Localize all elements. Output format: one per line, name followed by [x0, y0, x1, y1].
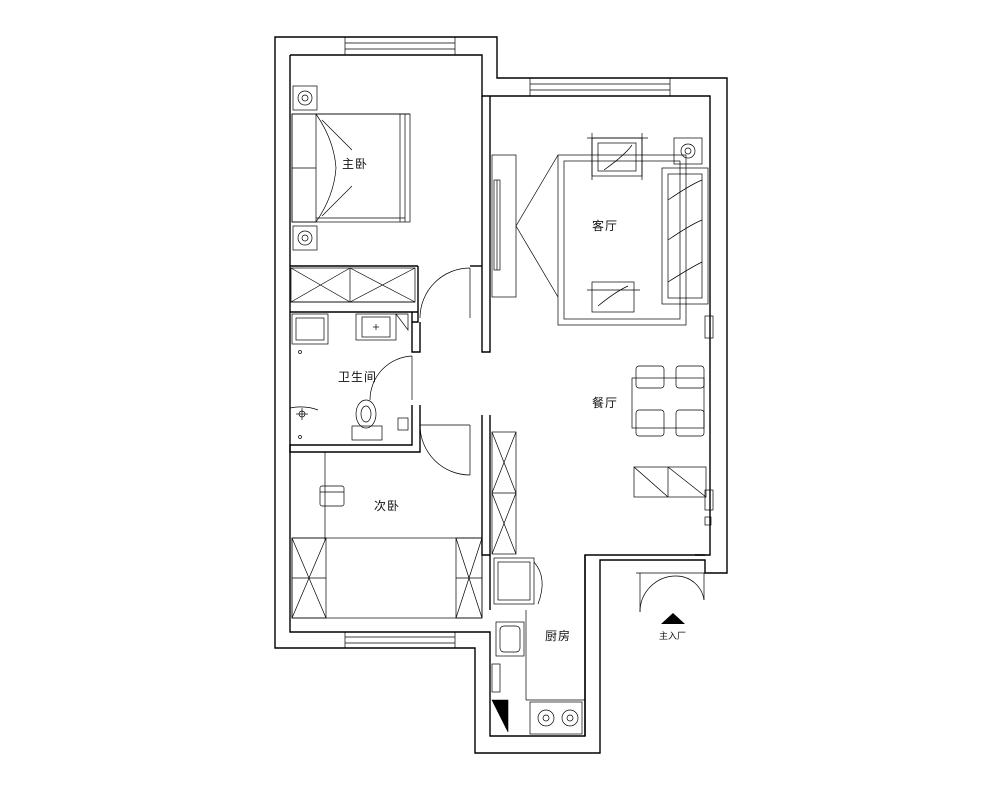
bathroom-door: [369, 355, 413, 401]
gas-stove-icon: [529, 701, 583, 735]
window-master-bedroom: [344, 36, 456, 56]
toilet-icon: [351, 399, 383, 441]
tv-cabinet: [491, 154, 559, 298]
armchair-bottom: [587, 281, 640, 313]
master-wardrobe: [290, 267, 416, 303]
entrance-arrow-icon: [661, 613, 685, 624]
washing-machine: [291, 313, 329, 345]
bathroom-sink: [355, 313, 397, 341]
shower-icon: [289, 406, 319, 420]
second-bedroom-chair: [319, 485, 345, 507]
label-entrance: 主入厂: [659, 630, 686, 642]
electric-panel: [704, 315, 714, 526]
dining-table: [631, 365, 705, 437]
nightstand-bottom-icon: [292, 225, 318, 251]
second-bedroom-door: [419, 424, 471, 476]
armchair-top: [587, 133, 648, 180]
outer-walls: [274, 36, 728, 754]
kitchen-sink: [495, 621, 525, 657]
label-bathroom: 卫生间: [338, 370, 377, 384]
living-rug: [557, 154, 687, 326]
floor-drain-icon: [298, 350, 302, 354]
second-bed: [291, 537, 483, 619]
water-heater: [491, 663, 509, 733]
window-living-room: [529, 77, 671, 97]
dining-chair: [635, 365, 705, 437]
label-kitchen: 厨房: [545, 628, 571, 643]
master-bed: [291, 113, 411, 223]
floor-drain-icon: [298, 435, 302, 439]
kitchen-shelf: [491, 431, 517, 555]
living-rug-inner: [563, 160, 681, 320]
bathroom-corner-shelf: [395, 313, 409, 332]
label-second-bedroom: 次卧: [374, 499, 400, 513]
label-master-bedroom: 主卧: [342, 157, 368, 171]
label-dining-room: 餐厅: [592, 395, 618, 410]
window-second-bedroom: [344, 631, 456, 649]
sofa: [661, 167, 709, 305]
bathroom-cabinet: [397, 417, 409, 431]
label-living-room: 客厅: [592, 218, 618, 233]
refrigerator: [493, 557, 543, 605]
side-table-icon: [673, 137, 703, 165]
kitchen-counter: [525, 610, 585, 701]
master-bedroom-door: [419, 267, 471, 319]
entrance-cabinet: [633, 466, 707, 498]
nightstand-top-icon: [292, 85, 318, 111]
entrance-door: [636, 572, 708, 613]
interior-walls: [289, 96, 586, 736]
